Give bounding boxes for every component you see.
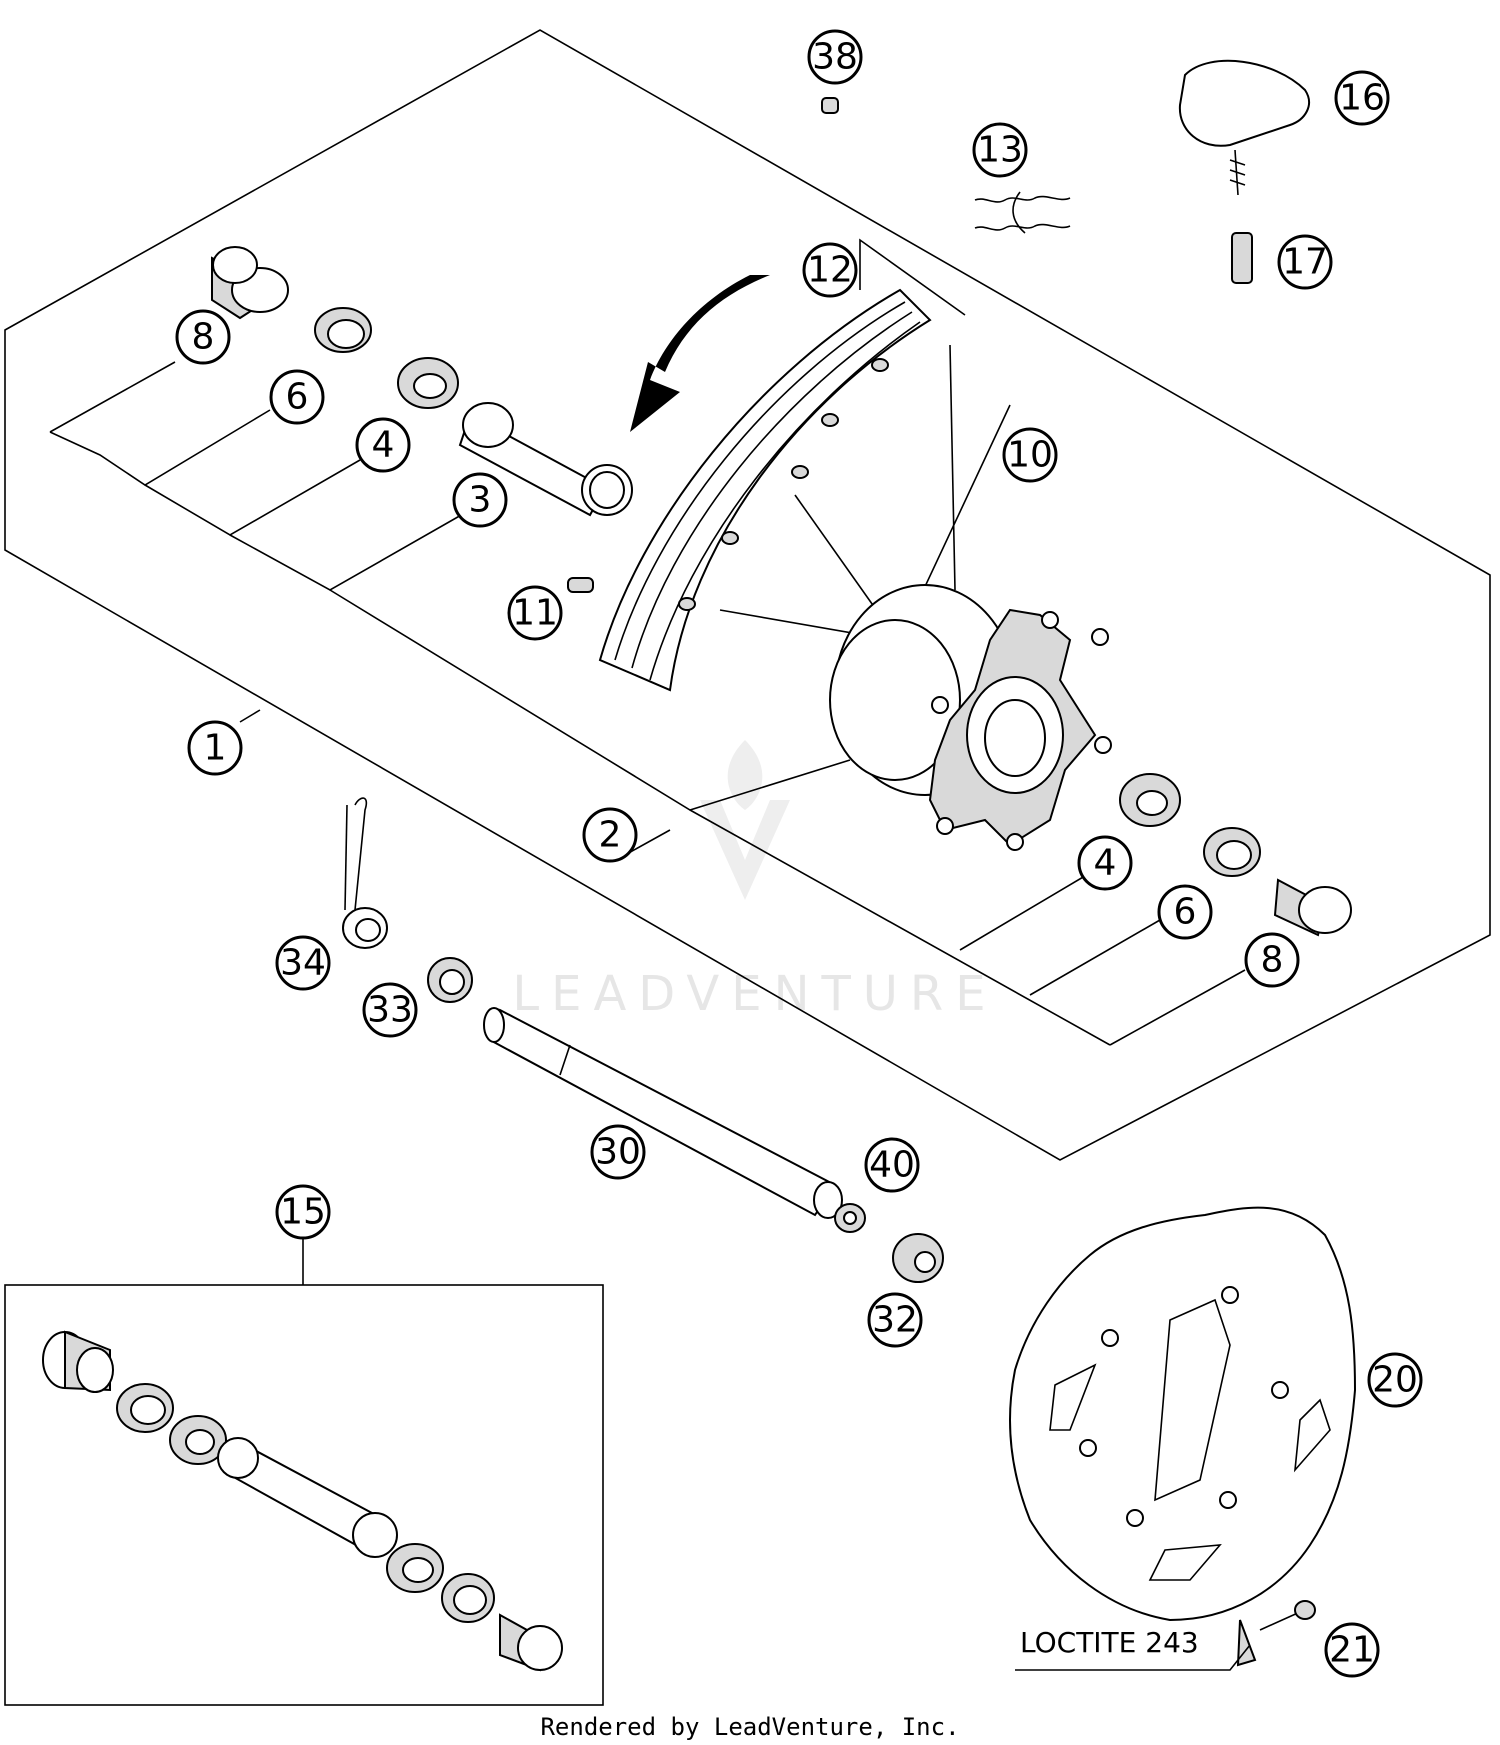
- svg-text:6: 6: [286, 377, 309, 418]
- callout-6-right: 6: [1157, 884, 1213, 940]
- svg-text:4: 4: [1094, 843, 1117, 884]
- kit-box-15: [4, 1235, 604, 1706]
- hub: [829, 584, 1112, 851]
- svg-text:38: 38: [812, 37, 858, 78]
- brake-disc-20: [1009, 1206, 1357, 1622]
- svg-text:4: 4: [372, 425, 395, 466]
- footer-credit: Rendered by LeadVenture, Inc.: [540, 1713, 959, 1741]
- washer-40: [834, 1203, 866, 1233]
- callout-38: 38: [807, 29, 863, 85]
- svg-text:17: 17: [1282, 242, 1328, 283]
- svg-text:16: 16: [1339, 78, 1385, 119]
- rim: [598, 238, 966, 692]
- svg-text:15: 15: [280, 1192, 326, 1233]
- svg-text:3: 3: [469, 480, 492, 521]
- callout-20: 20: [1367, 1352, 1423, 1408]
- svg-text:2: 2: [599, 815, 622, 856]
- rim-lock-nut-17: [1231, 232, 1253, 284]
- rotation-direction-arrow: [630, 275, 770, 432]
- callout-21: 21: [1324, 1622, 1380, 1678]
- right-spacer-8: [1273, 878, 1352, 937]
- loctite-note: LOCTITE 243: [1020, 1626, 1199, 1659]
- svg-text:1: 1: [204, 728, 227, 769]
- callout-2: 2: [582, 807, 638, 863]
- svg-text:11: 11: [512, 593, 558, 634]
- callout-11: 11: [507, 585, 563, 641]
- callout-12: 12: [802, 242, 858, 298]
- callout-30: 30: [590, 1124, 646, 1180]
- valve-cap-38: [821, 97, 839, 114]
- callout-17: 17: [1277, 234, 1333, 290]
- left-seal-6: [314, 307, 372, 353]
- axle-nut-32: [892, 1233, 944, 1283]
- svg-text:13: 13: [977, 130, 1023, 171]
- svg-text:34: 34: [280, 943, 326, 984]
- callout-6-left: 6: [269, 369, 325, 425]
- svg-text:30: 30: [595, 1132, 641, 1173]
- left-bearing-4: [397, 357, 459, 409]
- callout-13: 13: [972, 122, 1028, 178]
- svg-text:8: 8: [1261, 940, 1284, 981]
- valve-fitting-34: [342, 797, 388, 949]
- callout-1: 1: [187, 720, 243, 776]
- svg-text:8: 8: [192, 317, 215, 358]
- svg-text:6: 6: [1174, 892, 1197, 933]
- valve-stem-11: [567, 577, 594, 593]
- callout-3: 3: [452, 472, 508, 528]
- callout-8-right: 8: [1244, 932, 1300, 988]
- rim-band-13: [974, 191, 1071, 234]
- callout-33: 33: [362, 982, 418, 1038]
- right-seal-6: [1203, 827, 1261, 877]
- callout-10: 10: [1002, 427, 1058, 483]
- svg-text:20: 20: [1372, 1360, 1418, 1401]
- watermark: LEADVENTURE: [512, 740, 997, 1022]
- distance-sleeve-3: [458, 402, 633, 517]
- svg-text:33: 33: [367, 990, 413, 1031]
- loctite-leader-line: [1015, 1644, 1251, 1671]
- svg-text:40: 40: [869, 1145, 915, 1186]
- callout-34: 34: [275, 935, 331, 991]
- svg-text:32: 32: [872, 1300, 918, 1341]
- left-spacer-8: [211, 246, 289, 320]
- callout-4-left: 4: [355, 417, 411, 473]
- callout-4-right: 4: [1077, 835, 1133, 891]
- svg-text:21: 21: [1329, 1630, 1375, 1671]
- wheel-assembly-frame: [4, 29, 1491, 1161]
- axle-30: [483, 1007, 843, 1219]
- right-bearing-4: [1119, 773, 1181, 827]
- svg-text:12: 12: [807, 250, 853, 291]
- watermark-text: LEADVENTURE: [512, 966, 997, 1022]
- svg-text:10: 10: [1007, 435, 1053, 476]
- rim-lock-16: [1178, 59, 1310, 196]
- nut-33: [427, 957, 473, 1003]
- callout-32: 32: [867, 1292, 923, 1348]
- left-leader-lines: [49, 361, 1246, 1046]
- callout-40: 40: [864, 1137, 920, 1193]
- callout-15: 15: [275, 1184, 331, 1240]
- callout-16: 16: [1334, 70, 1390, 126]
- callout-8-left: 8: [175, 309, 231, 365]
- disc-screw-21: [1236, 1600, 1316, 1667]
